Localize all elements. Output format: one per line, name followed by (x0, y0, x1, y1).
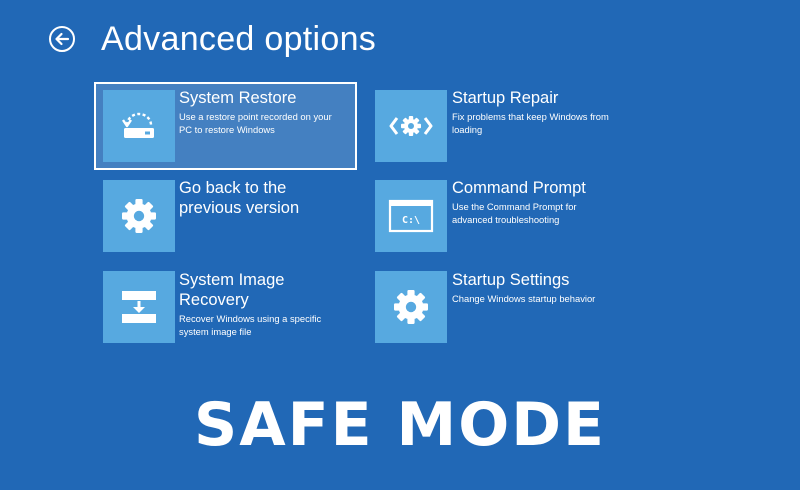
option-description: Recover Windows using a specific (179, 313, 322, 324)
option-tile (103, 180, 175, 252)
option-system-restore[interactable]: System Restore Use a restore point recor… (94, 82, 357, 170)
option-title: Startup Settings (452, 271, 570, 289)
gear-icon (122, 199, 156, 233)
option-title: System Image (179, 271, 285, 289)
option-description: system image file (179, 326, 252, 337)
option-title: Command Prompt (452, 179, 586, 197)
option-startup-settings[interactable]: Startup Settings Change Windows startup … (375, 271, 645, 343)
back-button[interactable] (48, 25, 76, 53)
option-tile (375, 271, 447, 343)
command-prompt-icon: C:\ (388, 199, 434, 233)
option-description: advanced troubleshooting (452, 214, 560, 225)
cmd-prompt-text: C:\ (402, 215, 420, 226)
option-title: Recovery (179, 291, 249, 309)
option-go-back[interactable]: Go back to the previous version (103, 179, 353, 252)
option-title: Startup Repair (452, 89, 559, 107)
code-brackets-gear-icon (389, 116, 433, 136)
option-tile (103, 90, 175, 162)
option-description: Fix problems that keep Windows from (452, 111, 609, 122)
option-system-image-recovery[interactable]: System Image Recovery Recover Windows us… (103, 271, 353, 343)
option-tile (103, 271, 175, 343)
option-title: Go back to the (179, 179, 287, 197)
option-description: Use a restore point recorded on your (179, 111, 332, 122)
option-tile (375, 90, 447, 162)
option-tile: C:\ (375, 180, 447, 252)
option-startup-repair[interactable]: Startup Repair Fix problems that keep Wi… (375, 89, 645, 162)
page-title: Advanced options (101, 20, 377, 58)
option-description: PC to restore Windows (179, 124, 275, 135)
option-description: Change Windows startup behavior (452, 293, 596, 304)
option-title: System Restore (179, 89, 297, 107)
option-description: Use the Command Prompt for (452, 201, 577, 212)
back-arrow-circle-icon (49, 26, 75, 52)
restore-drive-icon (122, 112, 154, 138)
option-description: loading (452, 124, 483, 135)
option-title: previous version (179, 199, 300, 217)
gear-icon (394, 290, 428, 324)
image-recovery-icon (122, 291, 156, 323)
option-command-prompt[interactable]: C:\ Command Prompt Use the Command Promp… (375, 179, 645, 252)
safe-mode-banner: SAFE MODE (193, 390, 606, 460)
